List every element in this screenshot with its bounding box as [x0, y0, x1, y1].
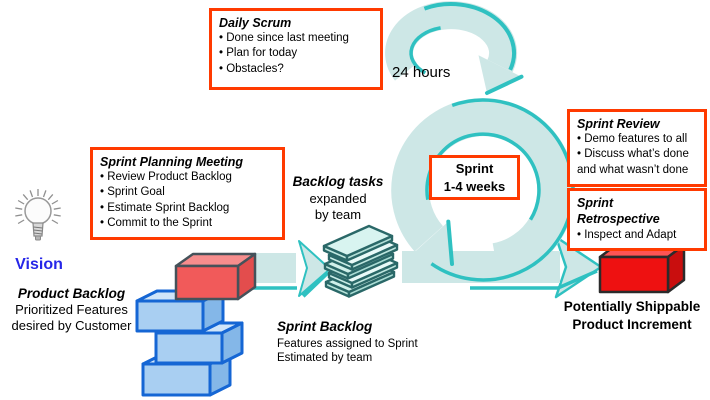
daily-scrum-callout: Daily Scrum • Done since last meeting • …	[209, 8, 383, 90]
flow-arrow-1-icon	[252, 240, 331, 298]
sprint-review-item: • Discuss what’s done and what wasn’t do…	[577, 148, 689, 176]
product-backlog-title: Product Backlog	[17, 286, 126, 301]
sprint-planning-item: • Sprint Goal	[100, 186, 165, 199]
daily-scrum-item: • Done since last meeting	[219, 32, 349, 45]
top-feature-box-icon	[174, 252, 257, 301]
product-backlog-subtitle: desired by Customer	[11, 317, 132, 333]
lightbulb-icon	[15, 189, 61, 241]
product-backlog-subtitle: Prioritized Features	[15, 302, 128, 318]
backlog-tasks-title: Backlog tasks	[292, 174, 384, 189]
increment-label-line: Product Increment	[572, 316, 692, 332]
daily-loop-arrow-icon	[385, 1, 524, 95]
increment-label: Potentially Shippable Product Increment	[556, 298, 708, 333]
sprint-planning-item: • Review Product Backlog	[100, 171, 232, 184]
sprint-planning-callout: Sprint Planning Meeting • Review Product…	[90, 147, 285, 240]
daily-scrum-item: • Plan for today	[219, 47, 298, 60]
product-backlog-stack-icon	[135, 289, 244, 397]
sprint-retrospective-item: • Inspect and Adapt	[577, 228, 677, 241]
sprint-planning-title: Sprint Planning Meeting	[100, 155, 244, 169]
sprint-planning-item: • Estimate Sprint Backlog	[100, 201, 230, 214]
increment-box-icon	[598, 243, 686, 294]
sprint-review-callout: Sprint Review • Demo features to all • D…	[567, 109, 707, 187]
product-backlog-label: Product Backlog Prioritized Features des…	[0, 286, 143, 333]
backlog-tasks-subtitle: by team	[314, 207, 362, 223]
sprint-backlog-subtitle: Estimated by team	[277, 352, 373, 365]
daily-scrum-item: • Obstacles?	[219, 62, 284, 75]
sprint-backlog-subtitle: Features assigned to Sprint	[277, 338, 418, 351]
backlog-tasks-subtitle: expanded	[309, 190, 367, 206]
sprint-retrospective-title: Sprint Retrospective	[577, 196, 660, 227]
sprint-planning-item: • Commit to the Sprint	[100, 216, 213, 229]
sprint-review-item: • Demo features to all	[577, 133, 688, 146]
sprint-retrospective-callout: Sprint Retrospective • Inspect and Adapt	[567, 188, 707, 251]
increment-label-line: Potentially Shippable	[563, 299, 701, 314]
backlog-tasks-label: Backlog tasks expanded by team	[282, 174, 394, 223]
sprint-review-title: Sprint Review	[577, 117, 660, 131]
vision-label: Vision	[15, 256, 63, 273]
sprint-duration-box: Sprint 1-4 weeks	[429, 155, 520, 200]
daily-cycle-label: 24 hours	[392, 64, 451, 81]
sprint-backlog-label: Sprint Backlog Features assigned to Spri…	[277, 319, 445, 366]
sprint-duration-line: 1-4 weeks	[443, 178, 506, 194]
sprint-backlog-cards-icon	[322, 224, 399, 298]
flow-arrow-2-shadow	[470, 269, 598, 290]
daily-scrum-title: Daily Scrum	[219, 16, 292, 30]
sprint-backlog-title: Sprint Backlog	[277, 319, 373, 334]
sprint-duration-line: Sprint	[455, 160, 494, 176]
